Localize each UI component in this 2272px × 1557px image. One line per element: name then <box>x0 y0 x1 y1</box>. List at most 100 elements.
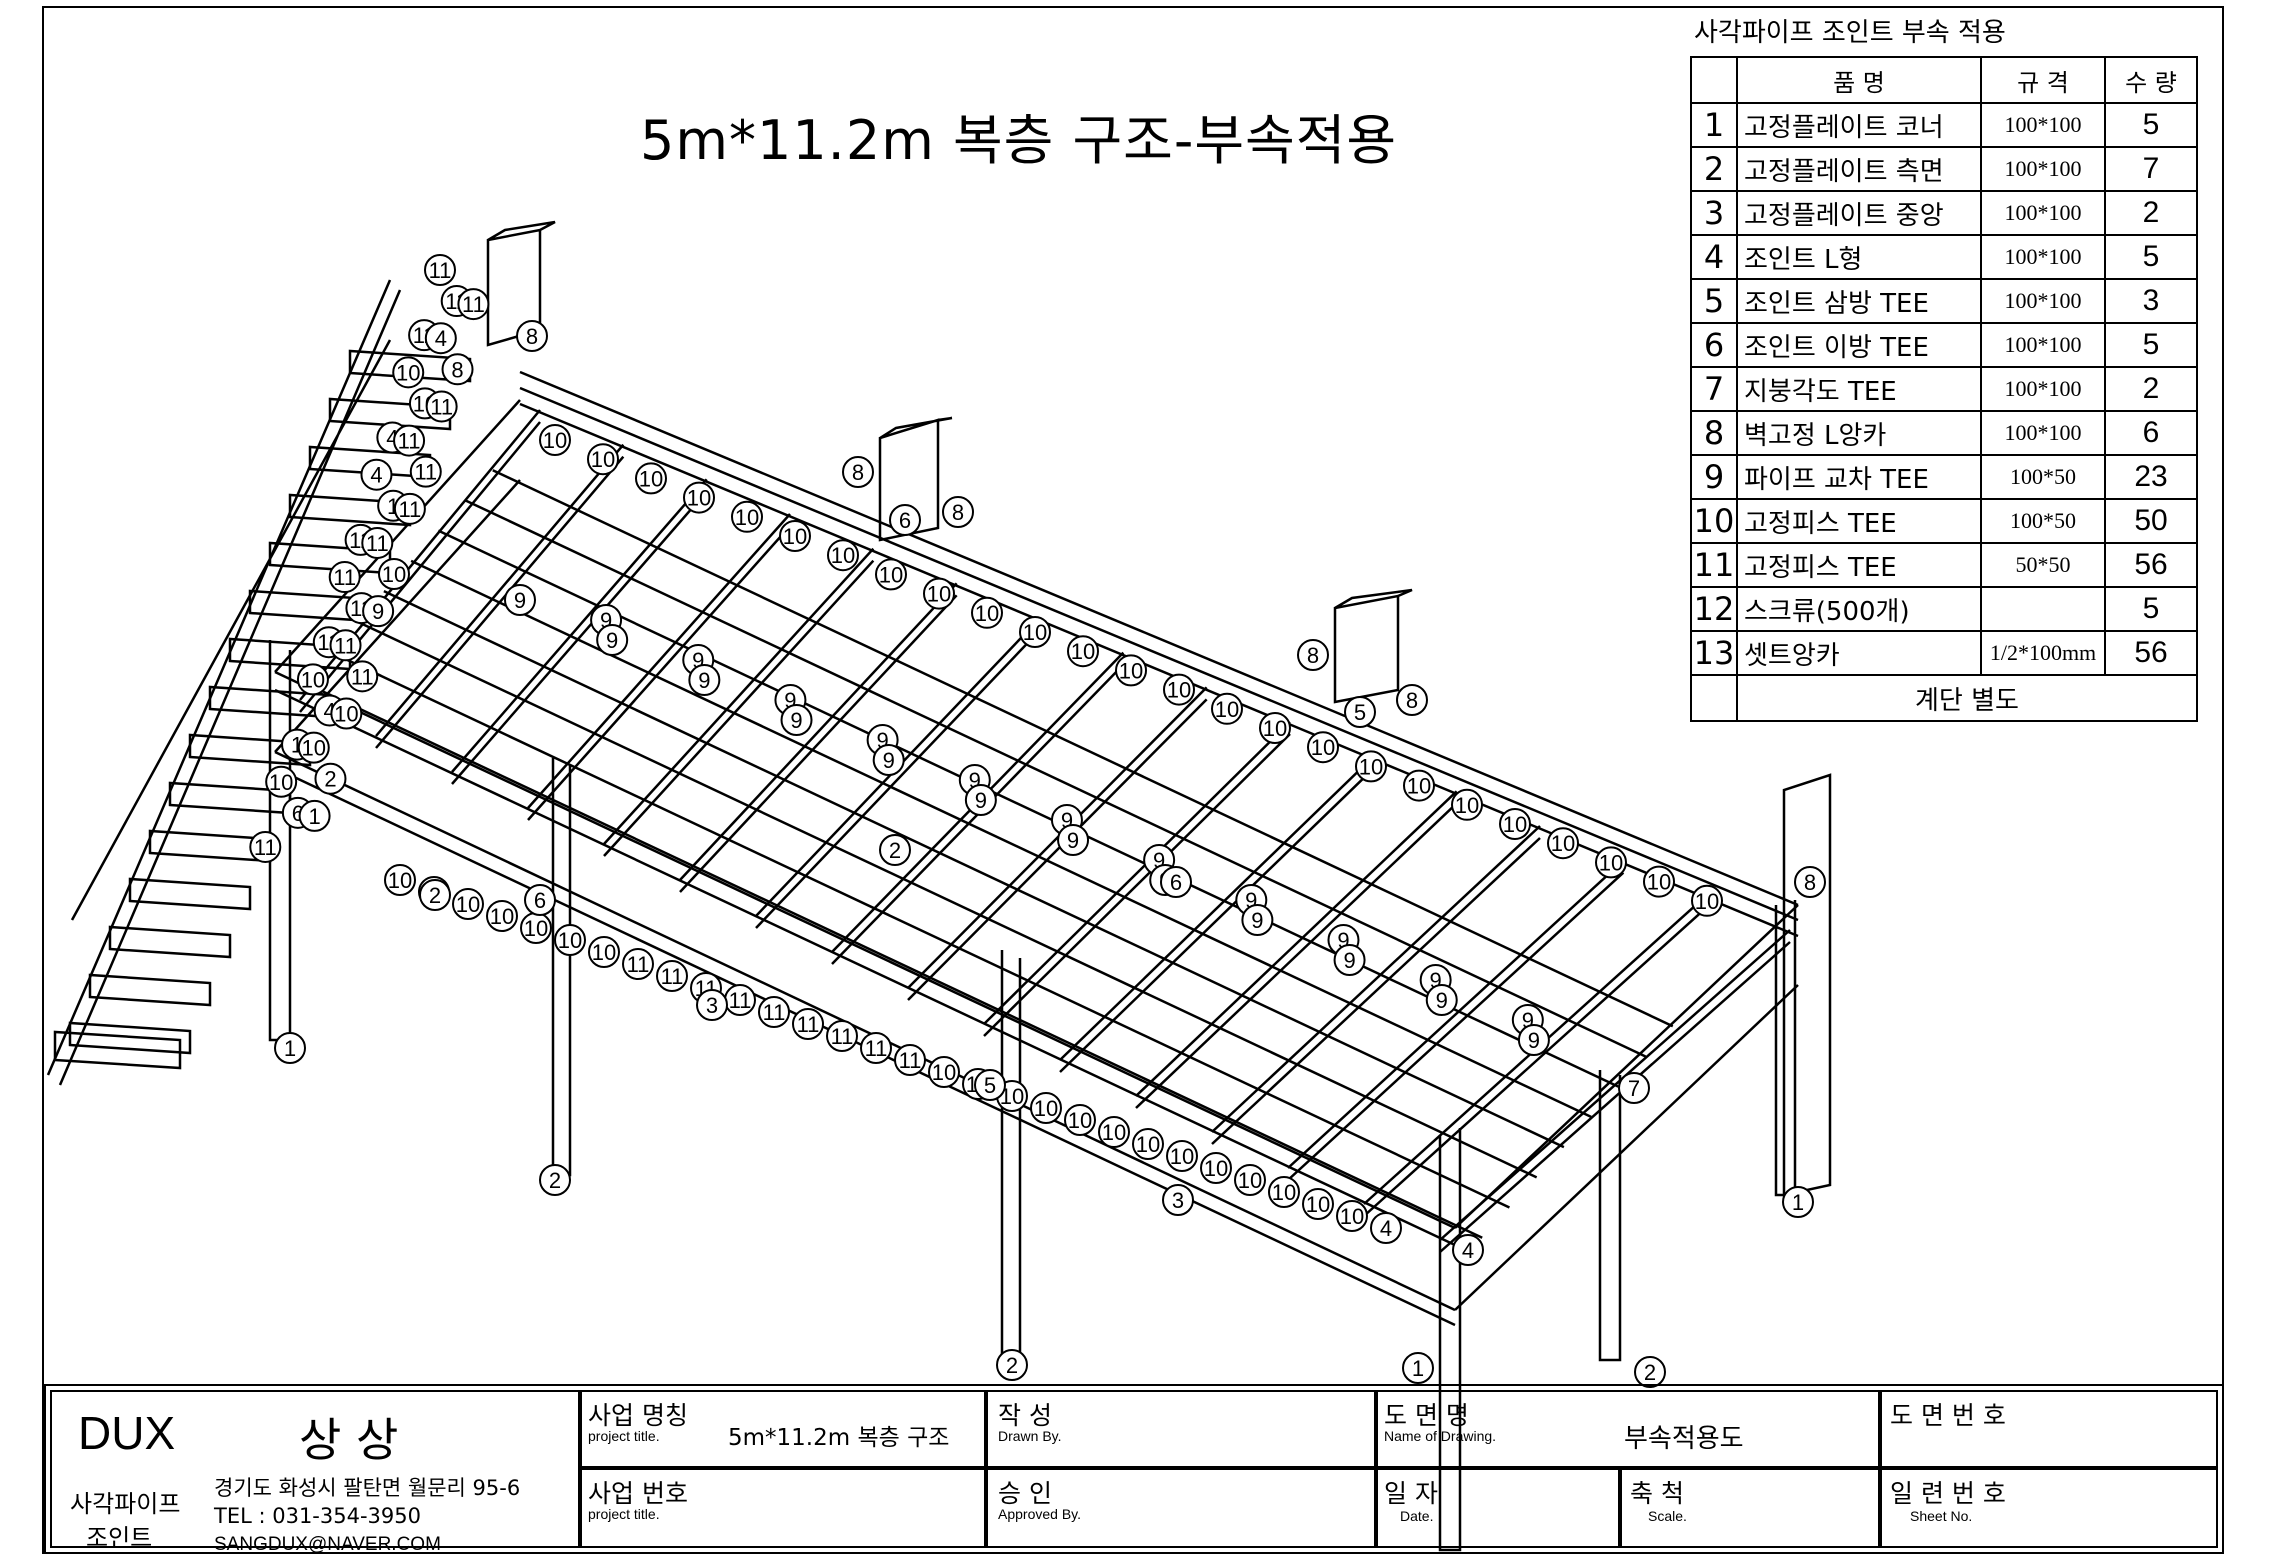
svg-text:5: 5 <box>1354 700 1366 725</box>
svg-text:10: 10 <box>879 562 903 587</box>
drawing-no-cell <box>1880 1390 2218 1468</box>
parts-cell-no: 1 <box>1690 102 1738 148</box>
callout-beam-12: 10 <box>1115 654 1147 687</box>
callout-front-0: 10 <box>384 864 416 896</box>
callout-front-4: 10 <box>520 912 552 944</box>
header-qty: 수 량 <box>2104 56 2198 104</box>
callout-front-29: 4 <box>1370 1212 1402 1244</box>
svg-text:11: 11 <box>797 1012 820 1037</box>
svg-text:5: 5 <box>984 1073 996 1098</box>
parts-cell-spec: 100*50 <box>1980 498 2106 544</box>
drawn-by-label: 작 성 <box>998 1401 1052 1430</box>
svg-text:4: 4 <box>370 463 382 488</box>
callout-beam-16: 10 <box>1307 731 1339 764</box>
parts-cell-no: 12 <box>1690 586 1738 632</box>
parts-cell-qty: 5 <box>2104 102 2198 148</box>
parts-cell-no: 2 <box>1690 146 1738 192</box>
svg-text:2: 2 <box>549 1168 561 1193</box>
callout-front-11: 11 <box>758 996 790 1028</box>
parts-cell-qty: 5 <box>2104 234 2198 280</box>
svg-text:10: 10 <box>382 562 406 587</box>
parts-cell-spec <box>1980 586 2106 632</box>
callout-tee-6: 9 <box>780 704 813 736</box>
callout-joint-9: 2 <box>996 1349 1028 1381</box>
product-line-2: 조인트 <box>86 1524 153 1552</box>
svg-text:2: 2 <box>1006 1353 1018 1378</box>
callout-beam-1: 10 <box>587 443 619 476</box>
drawing-name-cell <box>1376 1390 1880 1468</box>
approved-by-sub: Approved By. <box>998 1506 1082 1522</box>
date-label: 일 자 <box>1384 1479 1438 1508</box>
parts-cell-qty: 7 <box>2104 146 2198 192</box>
callout-beam-17: 10 <box>1355 750 1387 783</box>
svg-text:9: 9 <box>1436 988 1448 1013</box>
svg-text:11: 11 <box>831 1024 854 1049</box>
callout-beam-7: 10 <box>875 558 907 591</box>
callout-beam-9: 10 <box>971 596 1003 629</box>
callout-front-3: 10 <box>486 900 518 932</box>
callout-beam-8: 10 <box>923 577 955 610</box>
callout-front-8: 11 <box>656 960 688 992</box>
parts-cell-spec: 100*100 <box>1980 102 2106 148</box>
svg-text:10: 10 <box>1455 793 1479 818</box>
callout-beam-5: 10 <box>779 520 811 552</box>
callout-beam-21: 10 <box>1547 827 1579 860</box>
parts-table-heading: 사각파이프 조인트 부속 적용 <box>1694 18 2006 48</box>
callout-anchor-4: 8 <box>1396 684 1428 716</box>
svg-text:4: 4 <box>1462 1238 1474 1263</box>
svg-text:10: 10 <box>1023 620 1047 645</box>
callout-stair-28: 10 <box>297 731 330 764</box>
drawing-name-value: 부속적용도 <box>1624 1424 1744 1454</box>
svg-text:10: 10 <box>1170 1144 1194 1169</box>
svg-text:1: 1 <box>284 1036 296 1061</box>
svg-text:10: 10 <box>1034 1096 1058 1121</box>
callout-front-27: 10 <box>1302 1188 1334 1220</box>
company-cell <box>50 1390 580 1548</box>
scale-cell <box>1620 1468 1880 1548</box>
parts-cell-spec: 100*100 <box>1980 322 2106 368</box>
date-sub: Date. <box>1400 1508 1434 1524</box>
callout-beam-19: 10 <box>1451 788 1483 821</box>
parts-cell-no: 6 <box>1690 322 1738 368</box>
svg-text:10: 10 <box>1359 754 1383 779</box>
callout-joint-0: 6 <box>889 504 921 536</box>
svg-text:8: 8 <box>1307 643 1319 668</box>
callout-tee-4: 9 <box>688 664 721 696</box>
drawn-by-sub: Drawn By. <box>998 1428 1062 1444</box>
callout-beam-22: 10 <box>1595 846 1627 879</box>
parts-cell-name: 고정플레이트 코너 <box>1736 102 1982 148</box>
parts-cell-qty: 2 <box>2104 366 2198 412</box>
callout-joint-8: 2 <box>539 1164 571 1196</box>
callout-anchor-0: 8 <box>516 320 548 352</box>
svg-text:10: 10 <box>301 667 325 692</box>
parts-cell-spec: 1/2*100mm <box>1980 630 2106 676</box>
callout-front-6: 10 <box>588 936 620 968</box>
callout-stair-23: 11 <box>346 660 379 693</box>
parts-table-footer: 계단 별도 <box>1736 674 2198 722</box>
svg-text:11: 11 <box>414 460 437 485</box>
callout-stair-20: 9 <box>362 595 395 628</box>
svg-text:9: 9 <box>975 788 987 813</box>
svg-text:4: 4 <box>435 326 447 351</box>
callout-joint-1: 6 <box>524 884 556 916</box>
svg-text:11: 11 <box>661 964 684 989</box>
callout-front-24: 10 <box>1200 1152 1232 1184</box>
svg-text:11: 11 <box>462 292 485 317</box>
svg-text:6: 6 <box>1170 870 1182 895</box>
svg-text:10: 10 <box>388 868 412 893</box>
scale-sub: Scale. <box>1648 1508 1687 1524</box>
callout-stair-26: 10 <box>330 697 363 730</box>
parts-cell-spec: 100*100 <box>1980 146 2106 192</box>
svg-text:10: 10 <box>1167 678 1191 703</box>
svg-text:10: 10 <box>1102 1120 1126 1145</box>
svg-text:10: 10 <box>592 940 616 965</box>
callout-anchor-5: 8 <box>1794 866 1826 898</box>
title-block-border <box>44 1384 2224 1554</box>
